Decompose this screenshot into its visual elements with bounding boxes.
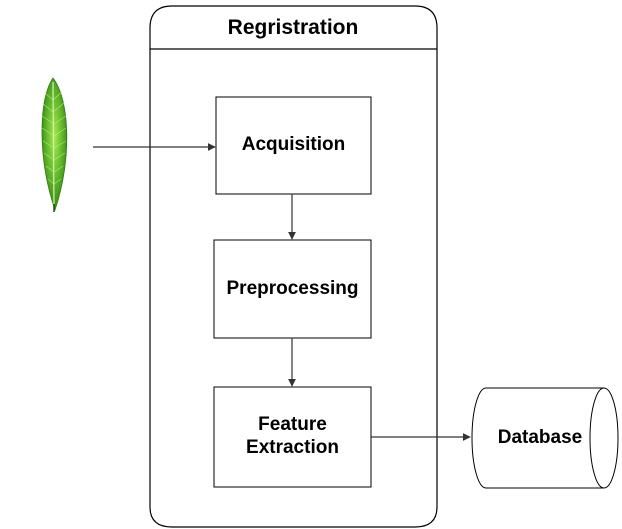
preprocessing-box [213, 239, 372, 339]
feature-extraction-label-line2: Extraction [246, 437, 339, 458]
database-label: Database [497, 426, 583, 448]
database-cylinder [471, 387, 619, 489]
feature-extraction-label-line1: Feature [258, 414, 327, 436]
registration-title: Regristration [227, 16, 359, 40]
leaf-icon [41, 77, 68, 212]
acquisition-label: Acquisition [241, 134, 346, 156]
feature-extraction-label: Feature Extraction [214, 387, 371, 487]
preprocessing-label: Preprocessing [226, 277, 359, 299]
feature-extraction-box [213, 386, 372, 488]
acquisition-box [215, 96, 372, 195]
